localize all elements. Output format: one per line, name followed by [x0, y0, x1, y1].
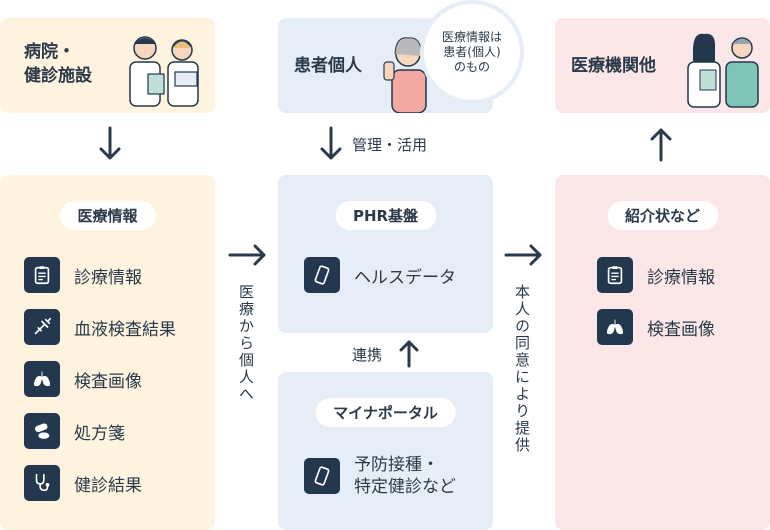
- speech-bubble: 医療情報は 患者(個人) のもの: [420, 0, 524, 104]
- syringe-icon: [24, 309, 60, 345]
- institution-label: 医療機関他: [571, 56, 656, 76]
- hospital-label: 病院・ 健診施設: [24, 42, 92, 86]
- stethoscope-icon: [24, 465, 60, 501]
- list-item: 検査画像: [597, 309, 715, 345]
- list-item: 健診結果: [24, 465, 142, 501]
- link-label: 連携: [352, 346, 383, 364]
- referral-box: 紹介状など 診療情報 検査画像: [555, 175, 770, 530]
- smartphone-icon: [304, 257, 340, 293]
- phr-box: PHR基盤 ヘルスデータ: [278, 175, 493, 333]
- list-item: 処方箋: [24, 413, 125, 449]
- arrow-right-left: [228, 244, 266, 266]
- arrow-up-right: [650, 128, 672, 162]
- phr-title: PHR基盤: [334, 201, 437, 230]
- list-item: 予防接種・ 特定健診など: [304, 454, 456, 498]
- arrow-up-center: [399, 340, 419, 368]
- list-item: 診療情報: [597, 257, 715, 293]
- arrow-down-center: [320, 126, 342, 160]
- smartphone-icon: [304, 458, 340, 494]
- institution-box: 医療機関他: [555, 18, 770, 113]
- consent-label: 本人の同意により提供: [513, 284, 531, 454]
- list-item: 検査画像: [24, 361, 142, 397]
- manage-label: 管理・活用: [352, 136, 428, 154]
- medical-info-title: 医療情報: [59, 201, 156, 230]
- patient-label: 患者個人: [294, 56, 362, 76]
- lungs-icon: [24, 361, 60, 397]
- mynaportal-item-line2: 特定健診など: [354, 477, 456, 497]
- mynaportal-item-line1: 予防接種・: [354, 455, 439, 475]
- arrow-right-center: [504, 244, 542, 266]
- list-item: 診療情報: [24, 257, 142, 293]
- pills-icon: [24, 413, 60, 449]
- medical-info-box: 医療情報 診療情報 血液検査結果 検査画像 処方箋 健診結果: [0, 175, 215, 530]
- clipboard-icon: [24, 257, 60, 293]
- lungs-icon: [597, 309, 633, 345]
- arrow-down-left: [99, 126, 121, 160]
- mynaportal-box: マイナポータル 予防接種・ 特定健診など: [278, 372, 493, 530]
- list-item: 血液検査結果: [24, 309, 176, 345]
- list-item: ヘルスデータ: [304, 257, 456, 293]
- referral-title: 紹介状など: [606, 201, 719, 230]
- mynaportal-title: マイナポータル: [315, 398, 456, 427]
- clipboard-icon: [597, 257, 633, 293]
- medical-to-individual-label: 医療から個人へ: [237, 284, 255, 403]
- doctors-illustration: [129, 36, 199, 107]
- hospital-box: 病院・ 健診施設: [0, 18, 215, 113]
- patient-illustration: [383, 37, 427, 113]
- medical-staff-illustration: [687, 33, 759, 108]
